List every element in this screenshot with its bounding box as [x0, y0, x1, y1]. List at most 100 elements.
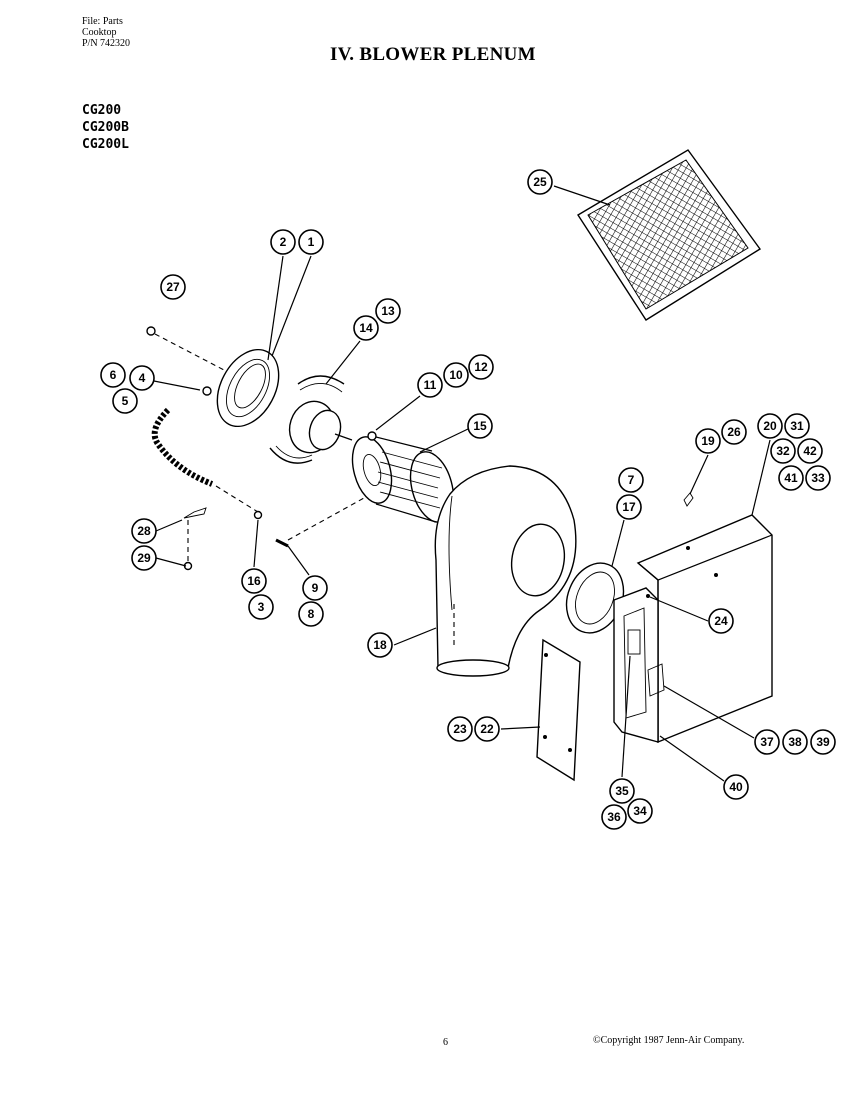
callout-label: 42 [803, 444, 817, 458]
grease-filter [577, 149, 762, 321]
callout-label: 22 [480, 722, 494, 736]
model-number: CG200B [82, 120, 129, 135]
callout-circle [797, 438, 823, 464]
part-callout-37: 37 [754, 729, 780, 755]
callout-label: 11 [424, 378, 437, 392]
part-callout-26: 26 [721, 419, 747, 445]
callout-circle [248, 594, 274, 620]
callout-circle [100, 362, 126, 388]
callout-label: 10 [449, 368, 463, 382]
callout-label: 27 [166, 280, 180, 294]
callout-label: 7 [628, 473, 635, 487]
callout-circle [447, 716, 473, 742]
part-callout-11: 11 [417, 372, 443, 398]
callout-label: 29 [137, 551, 151, 565]
callout-label: 28 [137, 524, 151, 538]
access-cover-plate [536, 638, 581, 782]
part-callout-14: 14 [353, 315, 379, 341]
callout-circle [375, 298, 401, 324]
part-callout-18: 18 [367, 632, 393, 658]
callout-circle [782, 729, 808, 755]
part-callout-28: 28 [131, 518, 157, 544]
callout-label: 19 [701, 434, 715, 448]
callout-circle [708, 608, 734, 634]
callout-circle [609, 778, 635, 804]
callout-circle [353, 315, 379, 341]
part-callout-32: 32 [770, 438, 796, 464]
callout-label: 35 [615, 784, 629, 798]
part-callout-40: 40 [723, 774, 749, 800]
callout-circle [270, 229, 296, 255]
callout-label: 39 [816, 735, 830, 749]
callout-circle [467, 413, 493, 439]
callout-label: 2 [280, 235, 287, 249]
part-callout-19: 19 [695, 428, 721, 454]
file-line: P/N 742320 [82, 38, 131, 49]
part-callout-12: 12 [468, 354, 494, 380]
callout-circle [616, 494, 642, 520]
callout-label: 16 [247, 574, 261, 588]
callout-label: 3 [258, 600, 265, 614]
callout-label: 9 [312, 581, 319, 595]
callout-circle [695, 428, 721, 454]
callout-circle [754, 729, 780, 755]
leader-lines [153, 185, 771, 782]
callout-label: 23 [453, 722, 467, 736]
callout-label: 12 [474, 360, 488, 374]
motor-mount-ring [216, 348, 280, 428]
part-callout-29: 29 [131, 545, 157, 571]
part-callout-2: 2 [270, 229, 296, 255]
callout-circle [618, 467, 644, 493]
callout-circle [443, 362, 469, 388]
callout-circle [298, 229, 324, 255]
callout-label: 1 [308, 235, 315, 249]
blower-motor [269, 375, 353, 464]
callout-label: 40 [729, 780, 743, 794]
callout-circle [770, 438, 796, 464]
callout-label: 33 [811, 471, 825, 485]
part-callout-20: 20 [757, 413, 783, 439]
page-title: IV. BLOWER PLENUM [330, 44, 536, 65]
part-callout-24: 24 [708, 608, 734, 634]
callout-circle [367, 632, 393, 658]
callout-circle [723, 774, 749, 800]
file-line: File: Parts [82, 16, 123, 27]
part-callout-38: 38 [782, 729, 808, 755]
model-number: CG200 [82, 103, 122, 118]
callout-circle [784, 413, 810, 439]
mounting-clip [683, 492, 694, 507]
callout-circle [417, 372, 443, 398]
part-callout-41: 41 [778, 465, 804, 491]
callout-label: 6 [110, 368, 117, 382]
part-callout-39: 39 [810, 729, 836, 755]
callout-circle [805, 465, 831, 491]
part-callout-27: 27 [160, 274, 186, 300]
file-info: File: Parts Cooktop P/N 742320 [82, 16, 130, 49]
callout-label: 36 [607, 810, 621, 824]
callout-circle [160, 274, 186, 300]
callout-label: 13 [381, 304, 395, 318]
part-callout-13: 13 [375, 298, 401, 324]
callout-circle [302, 575, 328, 601]
part-callout-34: 34 [627, 798, 653, 824]
part-callout-17: 17 [616, 494, 642, 520]
page-number: 6 [443, 1037, 448, 1048]
part-callout-22: 22 [474, 716, 500, 742]
callout-circle [810, 729, 836, 755]
callout-circle [757, 413, 783, 439]
callout-circle [298, 601, 324, 627]
callout-label: 8 [308, 607, 315, 621]
part-callout-10: 10 [443, 362, 469, 388]
callout-label: 24 [714, 614, 728, 628]
callout-label: 20 [763, 419, 777, 433]
callout-label: 31 [790, 419, 804, 433]
callout-label: 26 [727, 425, 741, 439]
part-callout-42: 42 [797, 438, 823, 464]
part-callout-7: 7 [618, 467, 644, 493]
callout-circle [601, 804, 627, 830]
callout-circle [474, 716, 500, 742]
model-number: CG200L [82, 137, 129, 152]
part-callout-36: 36 [601, 804, 627, 830]
model-list: CG200 CG200B CG200L [82, 102, 129, 153]
blower-housing [434, 465, 577, 677]
